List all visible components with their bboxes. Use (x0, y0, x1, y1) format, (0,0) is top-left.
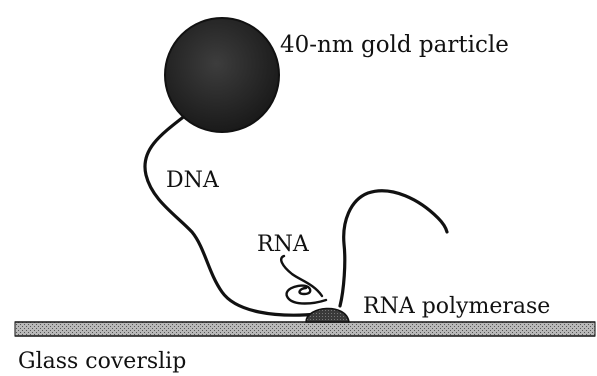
gold-particle-label: 40-nm gold particle (280, 34, 509, 57)
dna-strand (145, 115, 318, 315)
glass-coverslip-label: Glass coverslip (18, 351, 186, 373)
dna-strand-downstream (340, 191, 447, 306)
rna-transcript (281, 256, 326, 304)
rna-polymerase (306, 308, 349, 322)
gold-particle (165, 18, 279, 132)
rna-label: RNA (257, 234, 309, 256)
dna-label: DNA (166, 170, 219, 192)
glass-coverslip (15, 322, 595, 336)
rna-polymerase-label: RNA polymerase (363, 296, 550, 318)
